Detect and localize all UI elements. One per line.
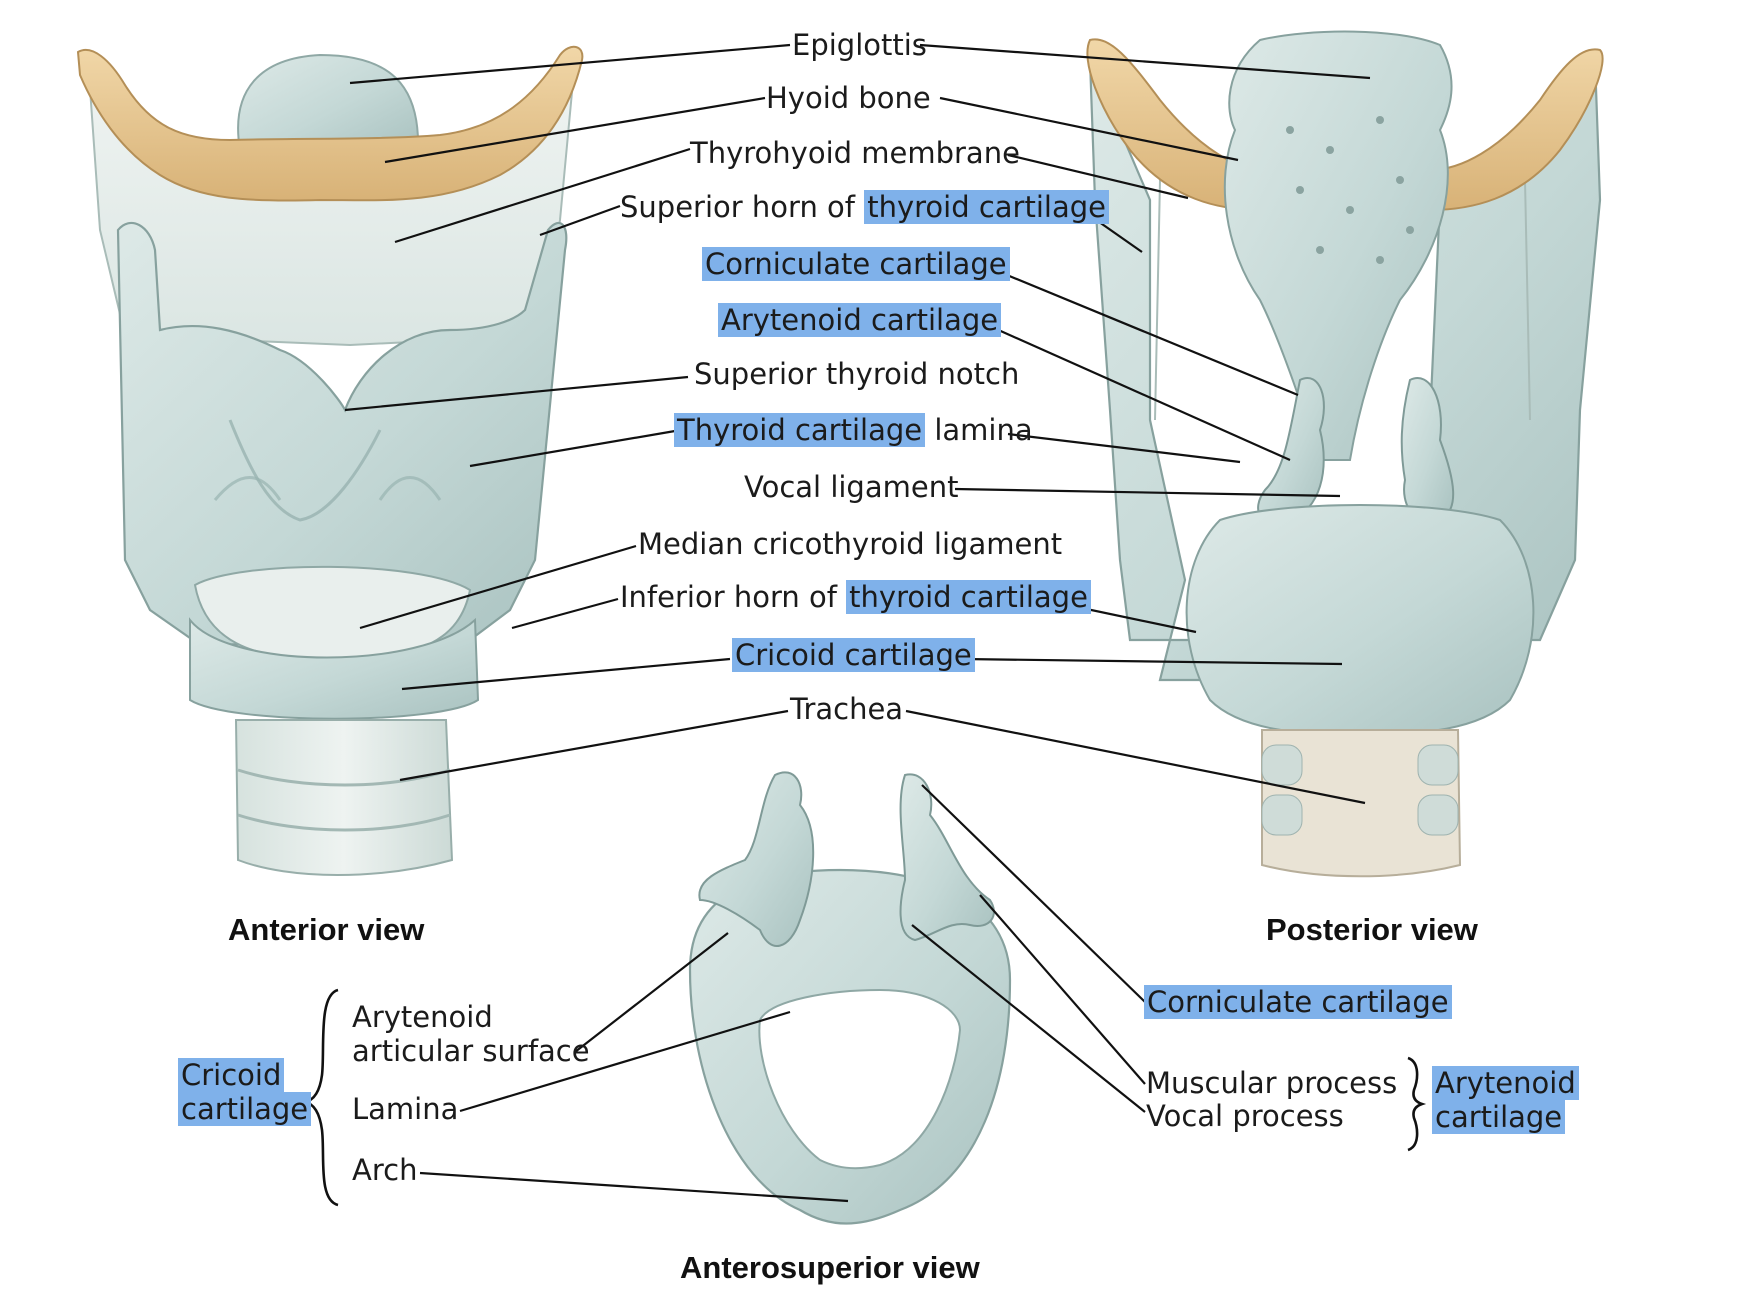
- label-superior-thyroid-notch: Superior thyroid notch: [694, 357, 1020, 391]
- anterior-epiglottis: [237, 53, 420, 151]
- label-cricoid-group: Cricoid cartilage: [178, 1058, 312, 1126]
- label-arytenoid-group: Arytenoid cartilage: [1432, 1066, 1579, 1134]
- label-thyroid-lamina: Thyroid cartilage lamina: [674, 413, 1033, 447]
- title-posterior-view: Posterior view: [1266, 912, 1478, 947]
- label-arytenoid-surface-line1: Arytenoid: [352, 1000, 493, 1034]
- label-cricoid-group-line2: cartilage: [178, 1092, 312, 1126]
- label-superior-horn: Superior horn of thyroid cartilage: [620, 190, 1109, 224]
- posterior-cricoid-cartilage: [1185, 504, 1535, 737]
- label-hyoid-bone: Hyoid bone: [766, 81, 931, 115]
- label-inferior-horn-highlight: thyroid cartilage: [846, 580, 1091, 614]
- anterior-cricoid-cartilage: [189, 617, 480, 720]
- anterosuperior-cricoid-lumen: [758, 988, 962, 1170]
- title-anterosuperior-view: Anterosuperior view: [680, 1250, 980, 1285]
- label-lamina: Lamina: [352, 1092, 459, 1126]
- label-corniculate-bottom-highlight: Corniculate cartilage: [1144, 985, 1452, 1019]
- label-epiglottis: Epiglottis: [792, 28, 927, 62]
- anterior-trachea: [234, 719, 454, 876]
- label-inferior-horn-prefix: Inferior horn of: [620, 580, 847, 614]
- posterior-view-illustration: [1086, 30, 1604, 878]
- label-cricoid-cartilage: Cricoid cartilage: [732, 638, 975, 672]
- anterior-view-illustration: [76, 45, 584, 876]
- anterosuperior-arytenoid-left: [698, 771, 815, 947]
- label-median-cricothyroid-ligament: Median cricothyroid ligament: [638, 527, 1063, 561]
- label-arytenoid-surface-line2: articular surface: [352, 1034, 590, 1068]
- label-trachea: Trachea: [790, 692, 904, 726]
- anterosuperior-arytenoid-right: [899, 773, 995, 942]
- posterior-epiglottis: [1223, 30, 1453, 461]
- label-thyroid-lamina-suffix: lamina: [925, 413, 1033, 447]
- anterior-thyroid-cartilage: [116, 221, 568, 647]
- label-muscular-process: Muscular process: [1146, 1066, 1398, 1100]
- title-anterior-view: Anterior view: [228, 912, 425, 947]
- anterior-median-cricothyroid-ligament: [193, 565, 472, 662]
- posterior-hyoid-bone: [1086, 38, 1604, 211]
- anterior-hyoid-bone: [76, 45, 584, 202]
- leader-lines: [344, 43, 1371, 1203]
- label-corniculate-bottom: Corniculate cartilage: [1144, 985, 1452, 1019]
- label-vocal-process: Vocal process: [1146, 1099, 1344, 1133]
- label-vocal-ligament: Vocal ligament: [744, 470, 959, 504]
- label-thyrohyoid-membrane: Thyrohyoid membrane: [690, 136, 1020, 170]
- label-arch: Arch: [352, 1153, 418, 1187]
- label-arytenoid-group-line1: Arytenoid: [1432, 1066, 1579, 1100]
- label-cricoid-group-line1: Cricoid: [178, 1058, 285, 1092]
- label-thyroid-lamina-highlight: Thyroid cartilage: [674, 413, 926, 447]
- label-superior-horn-highlight: thyroid cartilage: [864, 190, 1109, 224]
- label-superior-horn-prefix: Superior horn of: [620, 190, 865, 224]
- label-corniculate-cartilage: Corniculate cartilage: [702, 247, 1010, 281]
- label-arytenoid-highlight: Arytenoid cartilage: [718, 303, 1002, 337]
- label-inferior-horn: Inferior horn of thyroid cartilage: [620, 580, 1091, 614]
- label-arytenoid-group-line2: cartilage: [1432, 1100, 1566, 1134]
- label-cricoid-highlight: Cricoid cartilage: [732, 638, 975, 672]
- arytenoid-group-brace: [1407, 1056, 1427, 1152]
- anterosuperior-view-illustration: [688, 771, 1012, 1225]
- label-arytenoid-cartilage: Arytenoid cartilage: [718, 303, 1002, 337]
- label-corniculate-highlight: Corniculate cartilage: [702, 247, 1010, 281]
- label-arytenoid-articular-surface: Arytenoid articular surface: [352, 1000, 590, 1068]
